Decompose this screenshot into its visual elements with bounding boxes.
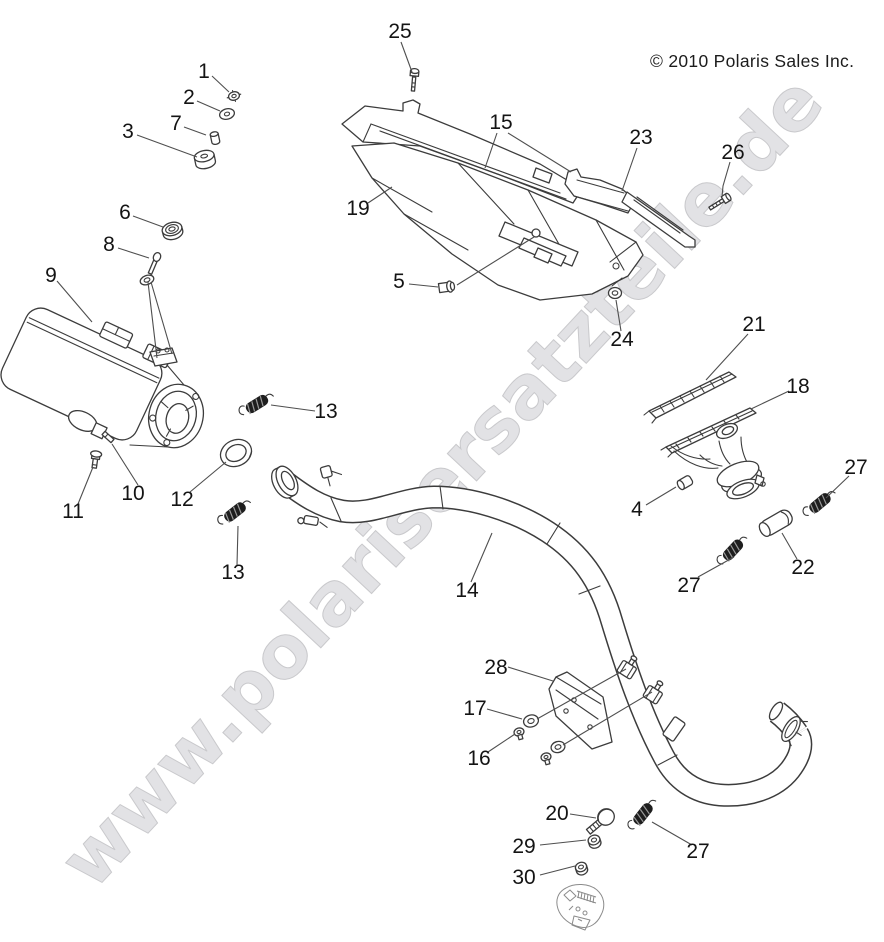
callout-label-24: 24 <box>610 328 634 351</box>
callout-label-30: 30 <box>512 866 535 889</box>
pipe-tip-opening <box>768 701 784 721</box>
callout-label-16: 16 <box>467 747 490 770</box>
muffler <box>0 307 205 449</box>
callout-label-27a: 27 <box>844 456 867 479</box>
pipe-spring-hook-lower <box>297 514 328 528</box>
bolt-25 <box>409 67 420 92</box>
bolt-20 <box>585 808 615 835</box>
grommet-24 <box>607 286 623 300</box>
nut-30 <box>574 861 589 876</box>
bushing-3 <box>193 149 217 170</box>
spring-27a <box>800 485 838 521</box>
bolt-16b <box>540 752 552 766</box>
pin-10 <box>101 430 115 444</box>
bushing-4 <box>676 475 694 491</box>
callout-labels: 1 2 7 3 6 8 9 25 19 15 5 23 26 24 21 18 … <box>45 20 868 889</box>
callout-label-13a: 13 <box>314 400 337 423</box>
plug-5 <box>437 280 456 294</box>
exhaust-manifold <box>660 407 766 500</box>
callout-label-27b: 27 <box>677 574 700 597</box>
bolt-8 <box>139 251 162 286</box>
callout-label-23: 23 <box>629 126 652 149</box>
callout-label-26: 26 <box>721 141 744 164</box>
callout-label-14: 14 <box>455 579 479 602</box>
callout-label-27c: 27 <box>686 840 709 863</box>
callout-label-4: 4 <box>631 498 643 521</box>
callout-label-1: 1 <box>198 60 210 83</box>
lower-heat-shield <box>548 671 613 750</box>
leader-lines <box>56 41 850 876</box>
callout-label-3: 3 <box>122 120 134 143</box>
callout-label-7: 7 <box>170 112 182 135</box>
pipe-heat-pad <box>662 716 686 742</box>
callout-label-10: 10 <box>121 482 144 505</box>
pipe-clamp-1 <box>616 655 638 680</box>
callout-label-17: 17 <box>463 697 486 720</box>
gasket-strip-21 <box>643 371 737 424</box>
side-heat-shield <box>564 168 696 248</box>
callout-label-21: 21 <box>742 313 765 336</box>
spacer-7 <box>209 131 221 146</box>
spring-13a <box>236 388 276 420</box>
mount-bracket <box>556 884 605 931</box>
callout-label-18: 18 <box>786 375 809 398</box>
gasket-ring-12 <box>219 438 253 468</box>
copyright-notice: © 2010 Polaris Sales Inc. <box>650 51 855 71</box>
callout-label-5: 5 <box>393 270 405 293</box>
muffler-mount-bracket <box>149 347 178 367</box>
spring-27b <box>714 531 750 569</box>
flange-nut-6 <box>161 221 184 241</box>
callout-label-25: 25 <box>388 20 411 43</box>
callout-label-11: 11 <box>62 500 84 523</box>
callout-label-15: 15 <box>489 111 512 134</box>
callout-label-19: 19 <box>346 197 369 220</box>
callout-label-2: 2 <box>183 86 195 109</box>
nut-29 <box>587 834 602 849</box>
pipe-joint-clamp <box>781 715 808 747</box>
muffler-outlet-face <box>147 383 205 449</box>
spring-13b <box>215 495 254 529</box>
clamp-22 <box>758 509 793 538</box>
callout-label-22: 22 <box>791 556 814 579</box>
callout-label-13b: 13 <box>221 561 244 584</box>
washer-17b <box>550 740 566 754</box>
exhaust-pipe <box>271 465 813 807</box>
upper-heat-shield <box>341 99 644 301</box>
pipe-inlet-flange <box>271 465 299 499</box>
callout-label-12: 12 <box>170 488 193 511</box>
bolt-16a <box>513 727 525 741</box>
callout-label-6: 6 <box>119 201 131 224</box>
callout-label-9: 9 <box>45 264 57 287</box>
callout-label-28: 28 <box>484 656 507 679</box>
washer-17a <box>522 714 540 728</box>
callout-label-8: 8 <box>103 233 115 256</box>
nut-1 <box>226 90 242 102</box>
callout-label-29: 29 <box>512 835 535 858</box>
spring-27c <box>625 795 660 834</box>
washer-2 <box>218 107 236 121</box>
pipe-clamp-2 <box>642 680 664 705</box>
callout-label-20: 20 <box>545 802 568 825</box>
bolt-11 <box>90 450 103 469</box>
pipe-spring-hook-upper <box>319 465 343 487</box>
screw-26 <box>708 192 732 211</box>
